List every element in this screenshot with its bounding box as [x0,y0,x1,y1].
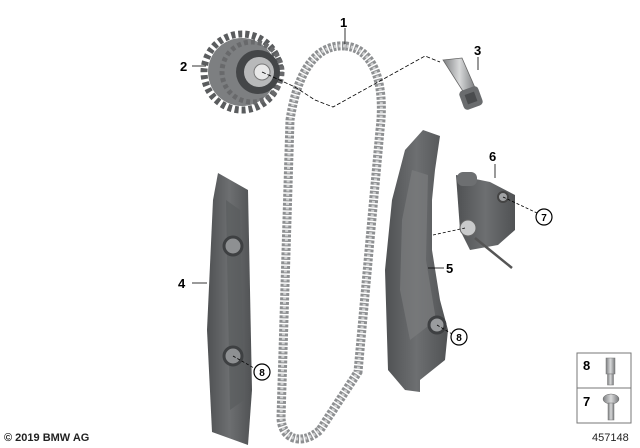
image-number: 457148 [592,432,629,444]
bolt[interactable] [442,57,484,111]
svg-text:8: 8 [456,333,462,344]
callout-5: 5 [446,261,453,276]
timing-chain[interactable] [276,41,386,444]
legend-7: 7 [583,394,590,409]
circled-callout-7: 7 [535,208,553,226]
guide-rail[interactable] [207,173,252,445]
parts-legend: 8 7 [576,352,632,424]
circled-callout-8: 8 [450,328,468,346]
svg-text:8: 8 [259,368,265,379]
screw-icon [602,393,620,421]
leader-lines [192,28,538,369]
callout-1: 1 [340,15,347,30]
pin-icon [605,357,616,386]
legend-8: 8 [583,358,590,373]
svg-text:7: 7 [541,213,547,224]
callout-4: 4 [178,276,186,291]
sprocket[interactable] [200,30,285,114]
tensioner-rail[interactable] [385,130,448,392]
copyright: © 2019 BMW AG [4,432,89,444]
callout-6: 6 [489,149,496,164]
circled-callout-8: 8 [253,363,271,381]
chain-tensioner[interactable] [456,172,515,269]
callout-3: 3 [474,43,481,58]
callout-2: 2 [180,59,187,74]
